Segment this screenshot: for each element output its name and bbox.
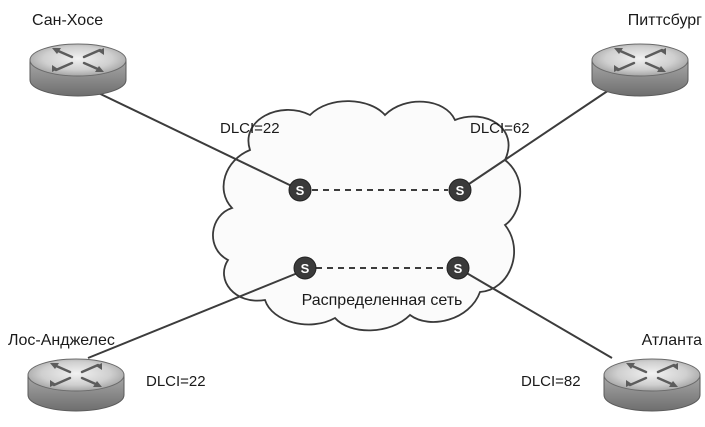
link-pittsburgh bbox=[459, 87, 613, 191]
switch-label: S bbox=[454, 261, 463, 276]
switch-label: S bbox=[456, 183, 465, 198]
dlci-label-atlanta: DLCI=82 bbox=[521, 373, 581, 390]
link-atlanta bbox=[457, 267, 613, 359]
router-icon bbox=[590, 42, 690, 98]
router-losangeles bbox=[26, 357, 126, 413]
switch-label: S bbox=[301, 261, 310, 276]
router-label-pittsburgh: Питтсбург bbox=[628, 12, 702, 29]
router-label-losangeles: Лос-Анджелес bbox=[8, 332, 115, 349]
router-label-sanjose: Сан-Хосе bbox=[32, 12, 103, 29]
dlci-label-pittsburgh: DLCI=62 bbox=[470, 120, 530, 137]
cloud-label: Распределенная сеть bbox=[302, 292, 463, 309]
router-icon bbox=[28, 42, 128, 98]
dlci-label-losangeles: DLCI=22 bbox=[146, 373, 206, 390]
dlci-label-sanjose: DLCI=22 bbox=[220, 120, 280, 137]
router-pittsburgh bbox=[590, 42, 690, 98]
router-icon bbox=[602, 357, 702, 413]
link-losangeles bbox=[87, 269, 306, 359]
switch-bottom-right: S bbox=[446, 256, 470, 280]
cloud-icon bbox=[212, 100, 522, 332]
link-sanjose bbox=[87, 87, 301, 191]
router-label-atlanta: Атланта bbox=[642, 332, 703, 349]
router-sanjose bbox=[28, 42, 128, 98]
switch-top-right: S bbox=[448, 178, 472, 202]
switch-bottom-left: S bbox=[293, 256, 317, 280]
router-icon bbox=[26, 357, 126, 413]
router-atlanta bbox=[602, 357, 702, 413]
switch-label: S bbox=[296, 183, 305, 198]
switch-top-left: S bbox=[288, 178, 312, 202]
